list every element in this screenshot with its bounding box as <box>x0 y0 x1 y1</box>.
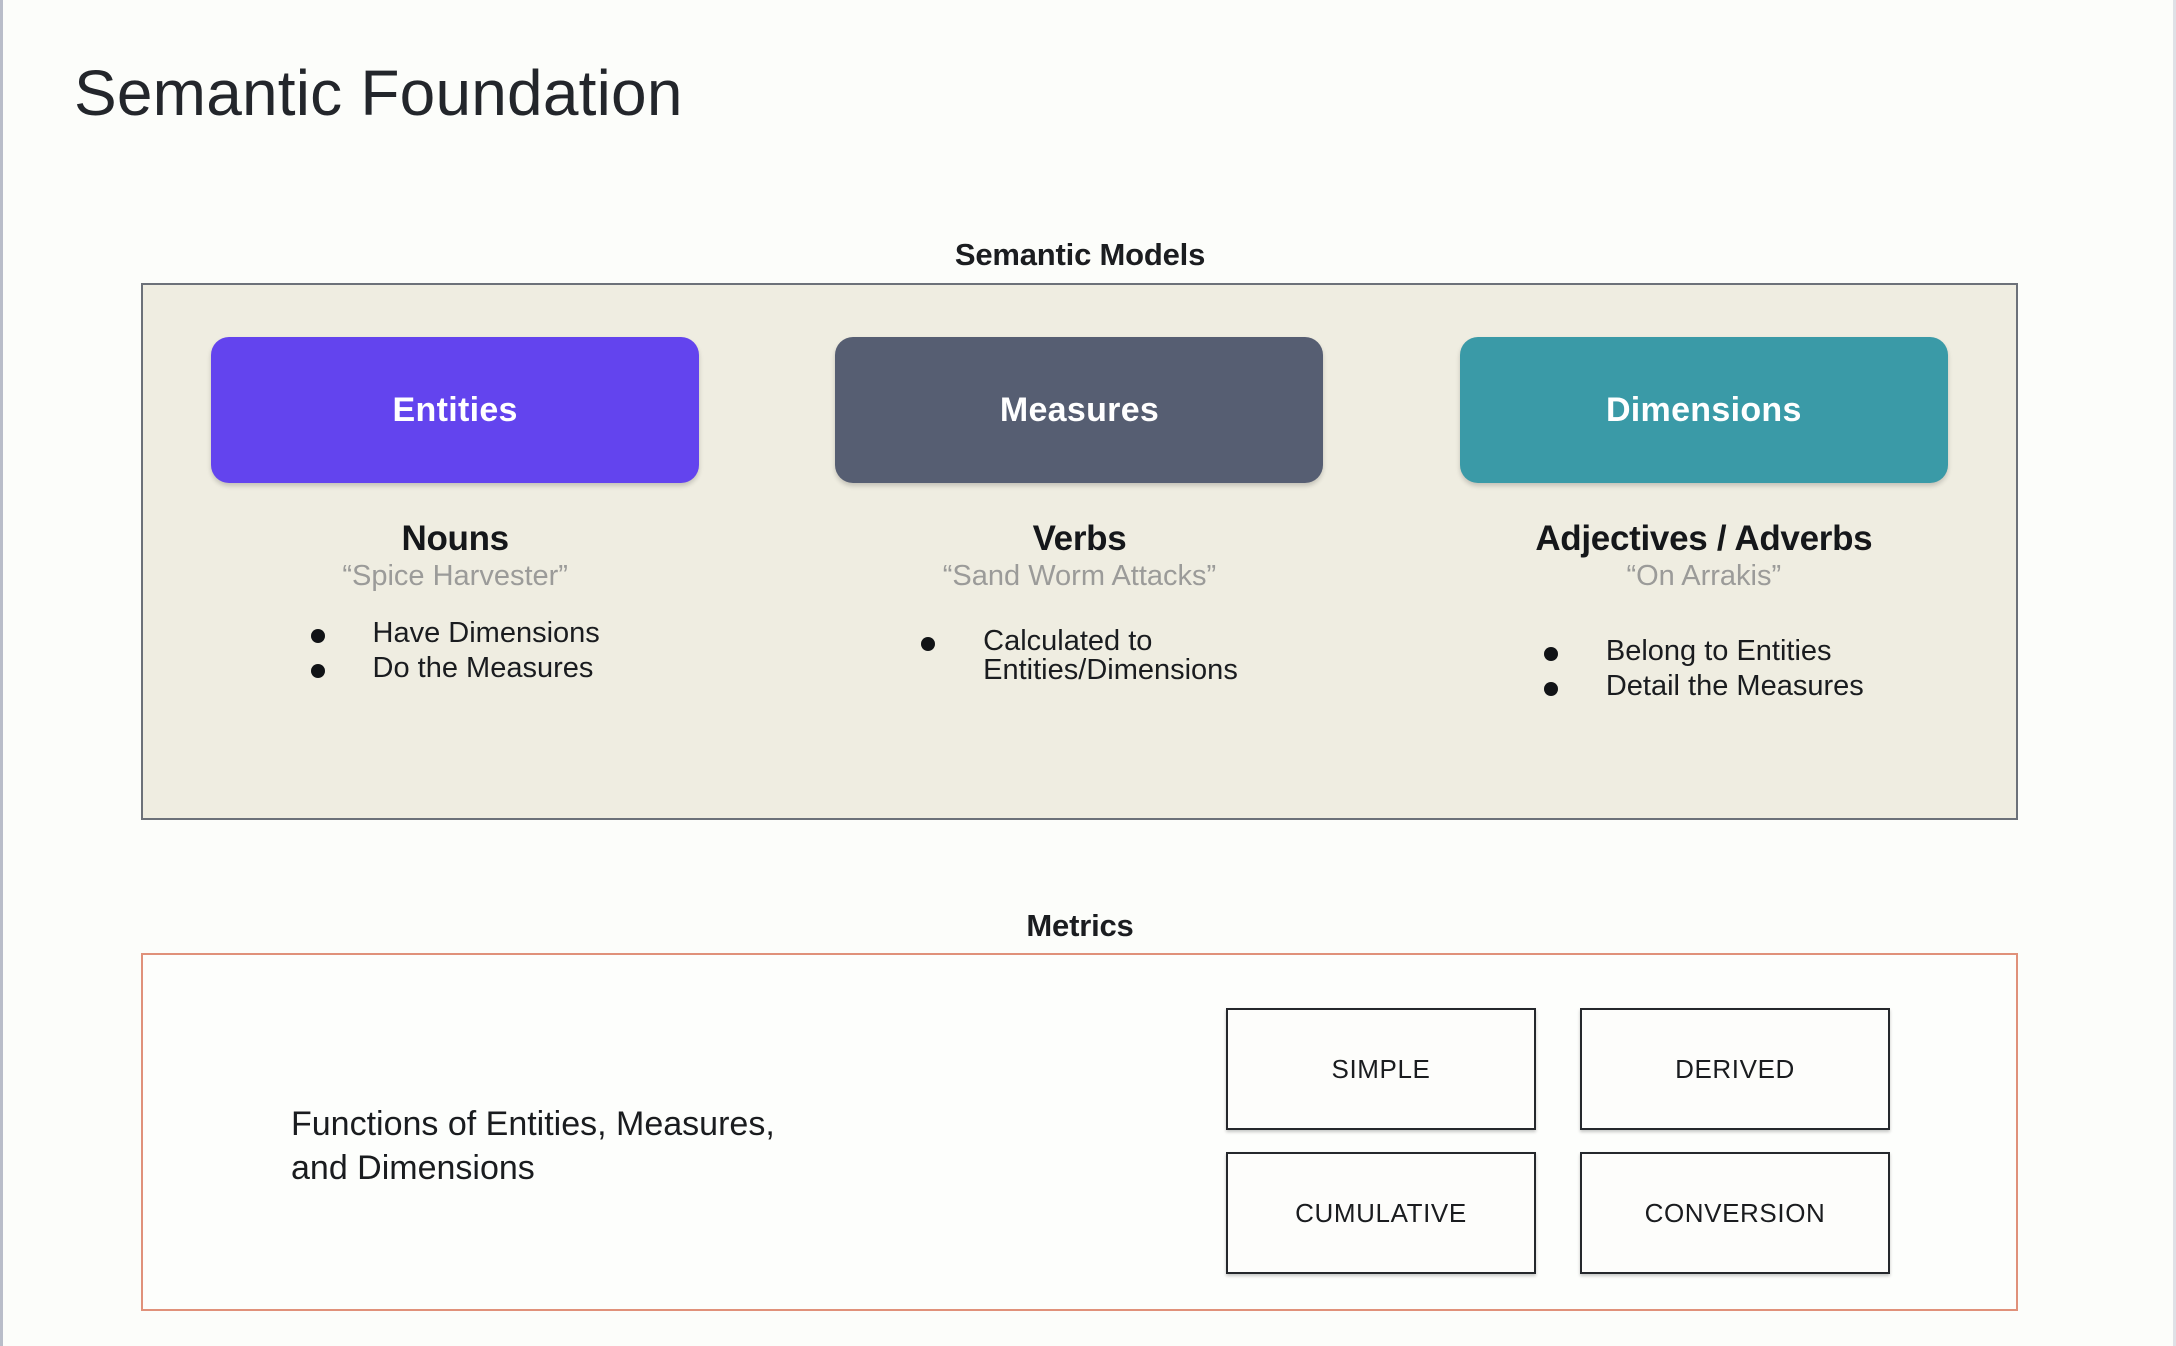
semantic-column-entities: Entities Nouns “Spice Harvester” Have Di… <box>143 285 767 818</box>
metric-type-conversion[interactable]: CONVERSION <box>1580 1152 1890 1274</box>
entities-example: “Spice Harvester” <box>342 559 568 592</box>
entities-pill[interactable]: Entities <box>211 337 700 483</box>
list-item-label: Calculated to Entities/Dimensions <box>983 624 1238 686</box>
metric-type-label: CONVERSION <box>1644 1197 1826 1228</box>
list-item: Have Dimensions <box>310 616 600 649</box>
metrics-type-grid: SIMPLE DERIVED CUMULATIVE CONVERSION <box>1226 1008 1890 1274</box>
dimensions-bullet-list: Belong to Entities Detail the Measures <box>1543 634 1864 707</box>
measures-part-of-speech: Verbs <box>1032 519 1127 558</box>
page-title: Semantic Foundation <box>74 57 683 129</box>
metric-type-simple[interactable]: SIMPLE <box>1226 1008 1536 1130</box>
dimensions-pill-label: Dimensions <box>1605 390 1802 429</box>
list-item-label: Detail the Measures <box>1605 669 1864 702</box>
list-item-label: Have Dimensions <box>372 616 600 649</box>
semantic-models-panel: Entities Nouns “Spice Harvester” Have Di… <box>141 283 2018 820</box>
metric-type-label: CUMULATIVE <box>1295 1197 1467 1228</box>
dimensions-part-of-speech: Adjectives / Adverbs <box>1535 519 1873 558</box>
measures-bullet-list: Calculated to Entities/Dimensions <box>921 624 1238 691</box>
bullet-dot-icon <box>1543 646 1558 661</box>
entities-bullet-list: Have Dimensions Do the Measures <box>310 616 600 689</box>
metric-type-cumulative[interactable]: CUMULATIVE <box>1226 1152 1536 1274</box>
semantic-column-measures: Measures Verbs “Sand Worm Attacks” Calcu… <box>767 285 1391 818</box>
entities-part-of-speech: Nouns <box>401 519 509 558</box>
semantic-column-dimensions: Dimensions Adjectives / Adverbs “On Arra… <box>1392 285 2016 818</box>
metric-type-label: SIMPLE <box>1331 1053 1431 1084</box>
metric-type-label: DERIVED <box>1675 1053 1795 1084</box>
slide-left-edge <box>0 0 3 1346</box>
bullet-dot-icon <box>1543 681 1558 696</box>
bullet-dot-icon <box>310 628 325 643</box>
dimensions-pill[interactable]: Dimensions <box>1459 337 1948 483</box>
list-item-label: Do the Measures <box>372 651 594 684</box>
metrics-description: Functions of Entities, Measures, and Dim… <box>291 1105 775 1187</box>
list-item: Do the Measures <box>310 651 600 684</box>
measures-example: “Sand Worm Attacks” <box>942 559 1217 592</box>
metrics-panel: Functions of Entities, Measures, and Dim… <box>141 953 2018 1311</box>
measures-pill[interactable]: Measures <box>835 337 1324 483</box>
semantic-models-heading: Semantic Models <box>954 237 1206 272</box>
list-item: Detail the Measures <box>1543 669 1864 702</box>
list-item: Calculated to Entities/Dimensions <box>921 624 1238 686</box>
slide-right-edge <box>2173 0 2176 1346</box>
list-item: Belong to Entities <box>1543 634 1864 667</box>
measures-pill-label: Measures <box>999 390 1160 429</box>
metrics-heading: Metrics <box>1026 908 1134 943</box>
entities-pill-label: Entities <box>392 390 518 429</box>
dimensions-example: “On Arrakis” <box>1626 559 1782 592</box>
list-item-label: Belong to Entities <box>1605 634 1832 667</box>
metric-type-derived[interactable]: DERIVED <box>1580 1008 1890 1130</box>
bullet-dot-icon <box>921 636 936 651</box>
bullet-dot-icon <box>310 663 325 678</box>
semantic-models-columns: Entities Nouns “Spice Harvester” Have Di… <box>143 285 2016 818</box>
